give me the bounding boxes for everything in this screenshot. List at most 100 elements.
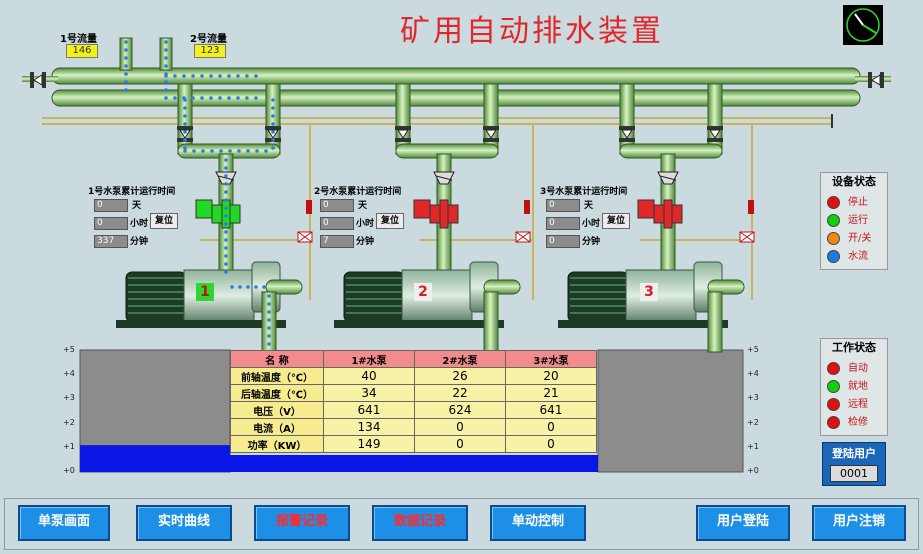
login-user-panel: 登陆用户 0001: [822, 442, 886, 486]
reset-button[interactable]: 复位: [602, 213, 630, 229]
flow-value-1: 146: [66, 44, 98, 58]
runtime-minutes-field: 0: [546, 235, 580, 248]
gauge-tick-label: +3: [747, 393, 759, 403]
pump-valve-icon[interactable]: [195, 199, 241, 229]
drain-valve-icon[interactable]: [524, 200, 530, 214]
reset-button[interactable]: 复位: [150, 213, 178, 229]
runtime-section-title: 1号水泵累计运行时间: [88, 187, 176, 197]
panel-title: 设备状态: [832, 175, 876, 188]
legend-label: 开/关: [848, 233, 872, 244]
flow-label-1: 1号流量: [60, 34, 97, 45]
runtime-minutes-field: 7: [320, 235, 354, 248]
legend-label: 检修: [848, 417, 868, 428]
nav-button[interactable]: 实时曲线: [136, 505, 232, 541]
table-header: 2#水泵: [414, 350, 506, 368]
legend-label: 停止: [848, 197, 868, 208]
nav-button[interactable]: 报警记录: [254, 505, 350, 541]
drain-valve-icon[interactable]: [306, 200, 312, 214]
nav-button[interactable]: 用户注销: [812, 505, 906, 541]
gauge-tick-label: +3: [63, 393, 75, 403]
auto-indicator-icon: [827, 361, 840, 375]
gauge-tick-label: +1: [63, 441, 75, 451]
local-indicator-icon: [827, 379, 840, 393]
flow-indicator-icon: [827, 249, 840, 263]
runtime-days-field: 0: [94, 199, 128, 212]
runtime-hours-field: 0: [94, 217, 128, 230]
gauge-tick-label: +0: [747, 466, 759, 475]
nav-button[interactable]: 用户登陆: [696, 505, 790, 541]
switch-indicator-icon: [827, 231, 840, 245]
nav-button[interactable]: 单泵画面: [18, 505, 110, 541]
gauge-tick-label: +2: [63, 417, 75, 427]
valve-icon[interactable]: [483, 126, 499, 142]
run-indicator-icon: [827, 213, 840, 227]
gauge-tick-label: +0: [63, 466, 75, 475]
page-title: 矿用自动排水装置: [400, 14, 664, 49]
drain-valve-icon[interactable]: [739, 231, 755, 243]
valve-icon[interactable]: [30, 72, 46, 88]
runtime-section-title: 2号水泵累计运行时间: [314, 187, 402, 197]
gauge-tick-label: +1: [747, 441, 759, 451]
runtime-days-field: 0: [320, 199, 354, 212]
days-unit: 天: [358, 201, 368, 211]
valve-icon[interactable]: [619, 126, 635, 142]
device-status-panel: 设备状态 停止 运行 开/关 水流: [820, 172, 888, 270]
legend-label: 运行: [848, 215, 868, 226]
gauge-tick-label: +5: [63, 345, 75, 354]
legend-label: 水流: [848, 251, 868, 262]
hours-unit: 小时: [130, 219, 149, 229]
minutes-unit: 分钟: [582, 237, 601, 247]
valve-icon[interactable]: [868, 72, 884, 88]
table-header: 3#水泵: [505, 350, 597, 368]
valve-icon[interactable]: [707, 126, 723, 142]
reset-button[interactable]: 复位: [376, 213, 404, 229]
gauge-tick-label: +4: [747, 369, 759, 379]
runtime-hours-field: 0: [546, 217, 580, 230]
legend-label: 自动: [848, 363, 868, 374]
drain-valve-icon[interactable]: [748, 200, 754, 214]
gauge-tick-label: +5: [747, 345, 759, 354]
flow-label-2: 2号流量: [190, 34, 227, 45]
days-unit: 天: [584, 201, 594, 211]
flow-value-2: 123: [194, 44, 226, 58]
work-status-panel: 工作状态 自动 就地 远程 检修: [820, 338, 888, 436]
hours-unit: 小时: [356, 219, 375, 229]
pump-valve-icon[interactable]: [637, 199, 683, 229]
valve-icon[interactable]: [395, 126, 411, 142]
drain-valve-icon[interactable]: [515, 231, 531, 243]
gauge-tick-label: +2: [747, 417, 759, 427]
gauge-tick-label: +4: [63, 369, 75, 379]
minutes-unit: 分钟: [356, 237, 375, 247]
days-unit: 天: [132, 201, 142, 211]
nav-bar: [4, 498, 919, 550]
pump-1-label: 1: [196, 283, 214, 301]
pump-3-label: 3: [640, 283, 658, 301]
legend-label: 就地: [848, 381, 868, 392]
table-header: 名 称: [230, 350, 324, 368]
drain-valve-icon[interactable]: [297, 231, 313, 243]
maintenance-indicator-icon: [827, 415, 840, 429]
login-title: 登陆用户: [832, 447, 876, 460]
table-header: 1#水泵: [323, 350, 415, 368]
panel-title: 工作状态: [832, 341, 876, 354]
runtime-days-field: 0: [546, 199, 580, 212]
runtime-section-title: 3号水泵累计运行时间: [540, 187, 628, 197]
pump-valve-icon[interactable]: [413, 199, 459, 229]
runtime-hours-field: 0: [320, 217, 354, 230]
login-user-value: 0001: [830, 465, 878, 482]
remote-indicator-icon: [827, 397, 840, 411]
stop-indicator-icon: [827, 195, 840, 209]
hours-unit: 小时: [582, 219, 601, 229]
nav-button[interactable]: 单动控制: [490, 505, 586, 541]
nav-button[interactable]: 数据记录: [372, 505, 468, 541]
pump-2-label: 2: [414, 283, 432, 301]
legend-label: 远程: [848, 399, 868, 410]
